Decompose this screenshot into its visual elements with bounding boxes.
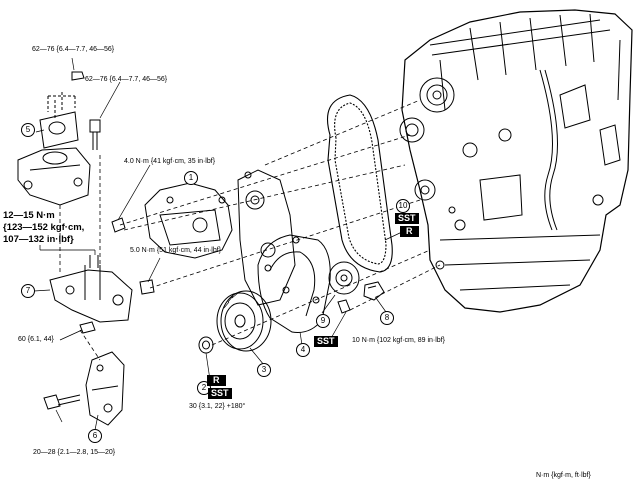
- units-note: N·m {kgf·m, ft·lbf}: [536, 472, 591, 479]
- r-badge-bottom: R: [207, 375, 226, 386]
- engine-block: [399, 9, 633, 313]
- callout-5: 5: [21, 123, 35, 137]
- bracket-torque-line-1: 12—15 N·m: [3, 210, 55, 221]
- top-nut-torque-label: 62—76 {6.4—7.7, 46—56}: [85, 76, 168, 83]
- callout-7: 7: [21, 284, 35, 298]
- callout-1: 1: [184, 171, 198, 185]
- r-badge-top: R: [400, 226, 419, 237]
- cover-bolt-lower: [139, 279, 155, 295]
- lower-bracket-bolt: [43, 394, 81, 410]
- sst-badge-mid: SST: [314, 336, 338, 347]
- callout-10: 10: [396, 199, 410, 213]
- callout-9: 9: [316, 314, 330, 328]
- bracket-torque-line-2: {123—152 kgf·cm,: [3, 222, 85, 233]
- mount-bolt-torque-label: 60 {6.1, 44}: [18, 336, 54, 343]
- timing-belt-cover-upper: [144, 182, 233, 259]
- callout-3: 3: [257, 363, 271, 377]
- bracket-torque-line-3: 107—132 in·lbf}: [3, 234, 74, 245]
- mount-bolt: [89, 119, 101, 150]
- sst-badge-bottom: SST: [208, 388, 232, 399]
- lower-mount-bracket: [85, 351, 125, 426]
- tensioner: [363, 281, 385, 301]
- callout-6: 6: [88, 429, 102, 443]
- bracket-bolt: [79, 321, 96, 334]
- callout-4: 4: [296, 343, 310, 357]
- tensioner-bolt: [337, 299, 351, 314]
- timing-belt-rear-plate: [237, 169, 296, 306]
- engine-mount-upper: [17, 92, 91, 206]
- timing-belt-cover-lower: [257, 234, 331, 333]
- sst-badge-top: SST: [395, 213, 419, 224]
- upper-cover-bolt-torque-label: 4.0 N·m {41 kgf·cm, 35 in·lbf}: [124, 158, 216, 165]
- engine-mount-bracket: [49, 255, 133, 323]
- top-bolt-torque-label: 62—76 {6.4—7.7, 46—56}: [32, 46, 115, 53]
- mount-nut: [71, 71, 85, 81]
- tensioner-bolt-torque-label: 10 N·m {102 kgf·cm, 89 in·lbf}: [352, 337, 445, 344]
- assembly-lines: [59, 99, 441, 361]
- lower-cover-bolt-torque-label: 5.0 N·m {51 kgf·cm, 44 in·lbf}: [130, 247, 222, 254]
- bottom-bolt-torque-label: 20—28 {2.1—2.8, 15—20}: [33, 449, 116, 456]
- pulley-bolt-torque-label: 30 {3.1, 22} +180°: [189, 403, 246, 410]
- crankshaft-pulley: [216, 290, 272, 352]
- callout-8: 8: [380, 311, 394, 325]
- cover-bolt-upper: [111, 217, 126, 233]
- timing-belt: [326, 94, 393, 273]
- idler-pulley: [328, 261, 360, 295]
- leader-lines: [33, 57, 403, 431]
- crankshaft-pulley-bolt: [198, 336, 214, 354]
